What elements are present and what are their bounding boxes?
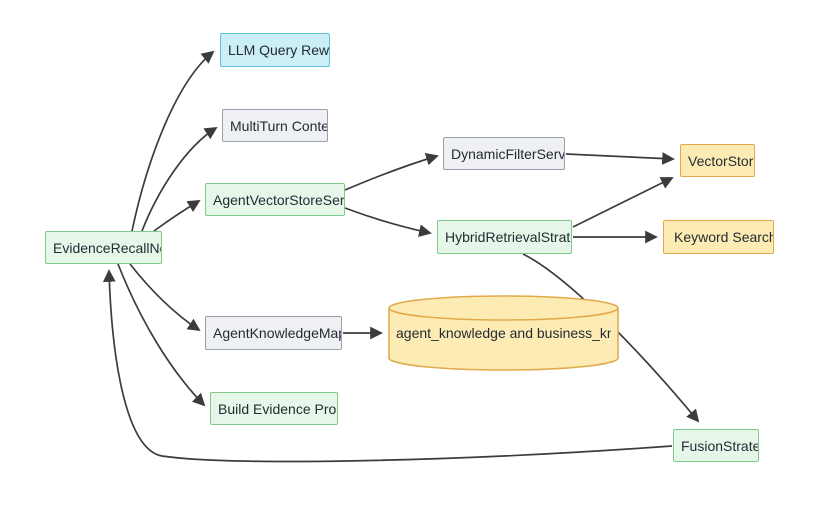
node-dynamic-filter-label: DynamicFilterServ xyxy=(451,145,565,162)
node-fusion-strategy: FusionStrate xyxy=(673,429,759,462)
edge-hybrid-to-vectorstore xyxy=(572,177,674,228)
node-vector-store-label: VectorStor xyxy=(688,152,754,169)
node-multiturn-context: MultiTurn Conte xyxy=(222,109,328,142)
node-evidence-recall: EvidenceRecallNo xyxy=(45,231,162,264)
edge-evidence-to-vectorstoresvc xyxy=(153,200,201,232)
edge-evidence-to-buildprompt xyxy=(117,263,206,407)
node-llm-query-rewrite: LLM Query Rewr xyxy=(220,33,330,67)
node-vector-store: VectorStor xyxy=(680,144,755,177)
node-hybrid-retrieval-label: HybridRetrievalStrat xyxy=(445,229,571,245)
edge-evidence-to-multiturn xyxy=(141,126,218,232)
node-knowledge-db-label: agent_knowledge and business_know xyxy=(396,325,611,341)
edge-evidence-to-knowledgemap xyxy=(129,263,201,332)
node-agent-knowledge-map-label: AgentKnowledgeMap xyxy=(213,325,342,341)
edge-evidence-to-llm xyxy=(131,50,215,232)
node-build-evidence-prompt-label: Build Evidence Prom xyxy=(218,400,338,417)
node-hybrid-retrieval: HybridRetrievalStrat xyxy=(437,220,572,254)
node-fusion-strategy-label: FusionStrate xyxy=(681,437,759,454)
edge-vectorstoresvc-to-dynamicfilter xyxy=(344,153,439,191)
node-agent-knowledge-map: AgentKnowledgeMap xyxy=(205,316,342,350)
node-agent-vector-store: AgentVectorStoreServ xyxy=(205,183,345,216)
node-keyword-search-label: Keyword Search xyxy=(674,229,774,245)
node-keyword-search: Keyword Search xyxy=(663,220,774,254)
node-build-evidence-prompt: Build Evidence Prom xyxy=(210,392,338,425)
edge-dynamicfilter-to-vectorstore xyxy=(565,152,675,165)
edge-vectorstoresvc-to-hybrid xyxy=(344,207,432,237)
node-dynamic-filter: DynamicFilterServ xyxy=(443,137,565,170)
node-evidence-recall-label: EvidenceRecallNo xyxy=(53,239,162,256)
edge-fusion-to-evidence xyxy=(102,269,673,463)
node-knowledge-db: agent_knowledge and business_know xyxy=(387,294,620,372)
node-agent-vector-store-label: AgentVectorStoreServ xyxy=(213,191,345,208)
node-llm-query-rewrite-label: LLM Query Rewr xyxy=(228,42,330,58)
cylinder-shape xyxy=(388,295,619,371)
node-multiturn-context-label: MultiTurn Conte xyxy=(230,117,328,134)
